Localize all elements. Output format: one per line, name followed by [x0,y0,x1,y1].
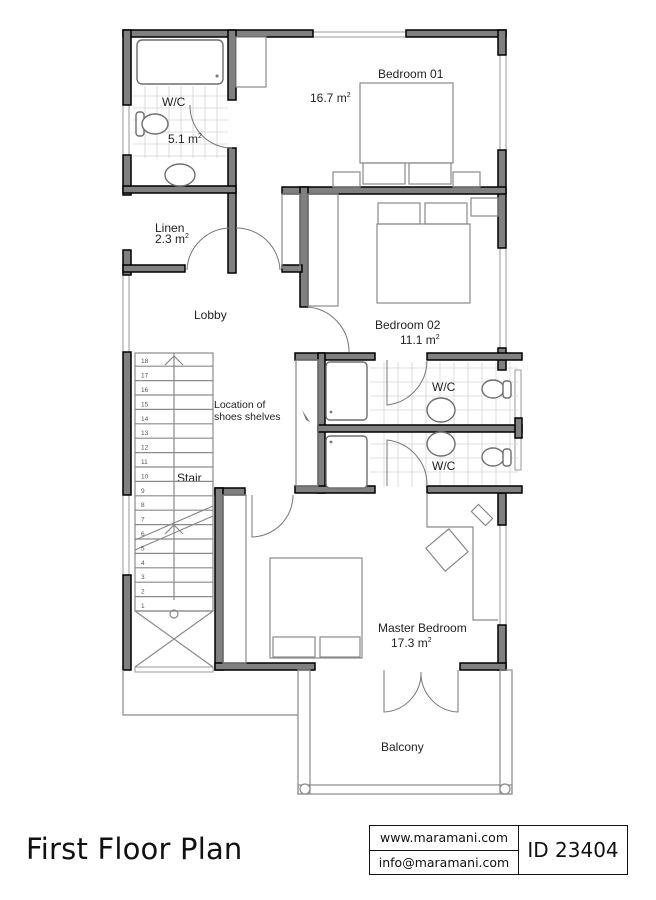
sink-wc1 [426,397,456,423]
room-labels: Bedroom 01 16.7 m2 W/C 5.1 m2 Linen 2.3 … [155,67,467,754]
stair-step-number: 2 [141,589,145,596]
label-wc-mid1: W/C [432,380,456,394]
stair-step-number: 16 [141,387,149,394]
stair-step-number: 12 [141,445,149,452]
area-master-bedroom: 17.3 m2 [391,636,432,650]
stair-step-number: 7 [141,517,145,524]
sink-wc2 [426,431,456,457]
walls [122,29,523,671]
area-bedroom02: 11.1 m2 [400,333,440,347]
label-wc-mid2: W/C [432,459,456,473]
plan-title: First Floor Plan [26,832,243,866]
label-linen: Linen [155,221,184,235]
doors [186,104,459,713]
area-wc-top: 5.1 m2 [168,132,202,146]
area-linen: 2.3 m2 [155,232,189,246]
stair-step-number: 10 [141,473,149,480]
toilet-wc1 [481,379,512,399]
bed-master [269,557,363,659]
label-bedroom02: Bedroom 02 [375,318,441,332]
stair-step-number: 4 [141,560,145,567]
windows [122,31,522,673]
shoes-note-line1: Location of [214,399,265,411]
fixtures [122,36,513,795]
stair-step-number: 11 [141,459,148,466]
stair-step-number: 3 [141,574,145,581]
desk [425,493,498,621]
shower-tray-2 [325,435,368,489]
label-stair: Stair [177,471,202,485]
label-lobby: Lobby [194,308,227,322]
email-link[interactable]: info@maramani.com [378,854,510,870]
stair-step-number: 8 [141,502,145,509]
label-master-bedroom: Master Bedroom [378,621,467,635]
shower-tray-1 [325,361,368,421]
stair-step-number: 15 [141,401,149,408]
stair-step-number: 6 [141,531,145,538]
bed-bedroom01 [332,82,481,188]
stair-step-number: 1 [141,603,145,610]
stair-step-number: 14 [141,416,149,423]
toilet-top [135,111,169,137]
area-bedroom01: 16.7 m2 [310,91,351,105]
sink-top [164,163,196,187]
stair-step-number: 17 [141,373,149,380]
shoes-note-line2: shoes shelves [214,411,281,423]
plan-id: ID 23404 [527,838,619,862]
stair-step-number: 5 [141,545,145,552]
website-link[interactable]: www.maramani.com [370,826,518,851]
label-balcony: Balcony [381,740,424,754]
bed-bedroom02 [376,197,499,304]
toilet-wc2 [481,447,512,467]
stair-step-number: 18 [141,358,149,365]
balcony-drawing [122,669,513,795]
info-box: www.maramani.com info@maramani.com ID 23… [369,825,628,875]
label-wc-top: W/C [162,95,186,109]
bathtub [136,39,224,85]
label-bedroom01: Bedroom 01 [378,67,444,81]
stair-step-number: 13 [141,430,149,437]
stair-step-number: 9 [141,488,145,495]
wc-top-tiles [133,86,228,158]
